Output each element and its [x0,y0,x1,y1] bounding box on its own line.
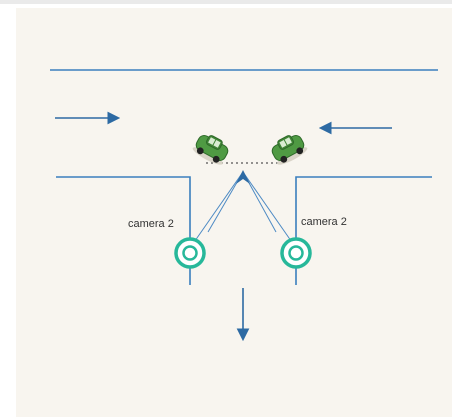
camera-right-label: camera 2 [301,216,347,228]
car-icon [271,135,308,165]
camera-icon [174,237,206,269]
camera-icon [280,237,312,269]
camera-left-label: camera 2 [128,218,174,230]
diagram-background [16,8,452,417]
car-icon [192,135,229,165]
sight-convergence-arrowhead [236,170,250,184]
top-strip [0,0,452,4]
